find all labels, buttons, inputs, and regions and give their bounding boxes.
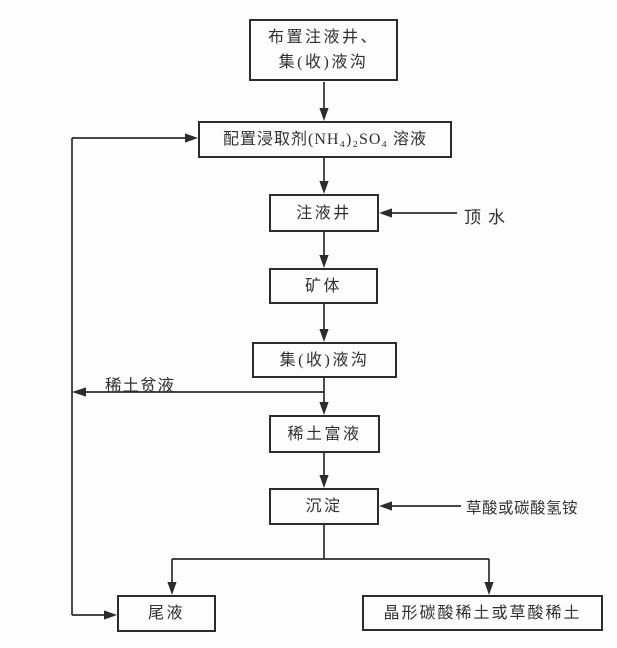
node-precipitation-label: 沉淀	[305, 498, 343, 515]
node-ore-body-label: 矿体	[304, 277, 342, 295]
node-product: 晶形碳酸稀土或草酸稀土	[362, 595, 603, 631]
node-layout-wells: 布置注液井、 集(收)液沟	[249, 19, 398, 81]
node-collection-ditch: 集(收)液沟	[252, 342, 397, 378]
node-injection-well: 注液井	[269, 194, 379, 232]
arrow-ore-to-ditch	[319, 304, 329, 342]
arrow-layout-to-prepare	[319, 82, 329, 121]
recycle-line	[71, 133, 198, 620]
arrow-precipitant-to-precipitation	[379, 501, 461, 511]
node-rich-solution: 稀土富液	[269, 415, 380, 453]
node-injection-well-label: 注液井	[296, 204, 352, 222]
arrow-ditch-to-rich	[319, 378, 329, 415]
node-layout-wells-line2: 集(收)液沟	[278, 54, 369, 71]
node-tail-liquid-label: 尾液	[147, 605, 185, 622]
split-precipitation-outputs	[167, 525, 494, 595]
arrow-rich-to-precipitation	[319, 453, 329, 488]
edge-label-lean-solution: 稀土贫液	[105, 376, 175, 395]
edge-label-precipitant: 草酸或碳酸氢铵	[466, 500, 579, 517]
node-prepare-leach: 配置浸取剂(NH₄)₂SO₄ 溶液	[198, 121, 452, 158]
node-collection-ditch-label: 集(收)液沟	[279, 351, 370, 369]
lean-solution-branch	[72, 387, 324, 397]
arrow-topwater-to-injection	[379, 208, 457, 218]
node-prepare-leach-label: 配置浸取剂(NH₄)₂SO₄ 溶液	[223, 131, 427, 148]
edge-label-top-water: 顶水	[464, 208, 512, 227]
node-layout-wells-line1: 布置注液井、	[267, 29, 379, 46]
node-precipitation: 沉淀	[269, 488, 379, 525]
arrow-prepare-to-injection	[319, 158, 329, 194]
node-product-label: 晶形碳酸稀土或草酸稀土	[383, 604, 582, 622]
arrow-injection-to-ore	[319, 232, 329, 268]
node-tail-liquid: 尾液	[117, 595, 216, 632]
node-ore-body: 矿体	[269, 268, 378, 304]
node-rich-solution-label: 稀土富液	[287, 425, 362, 443]
